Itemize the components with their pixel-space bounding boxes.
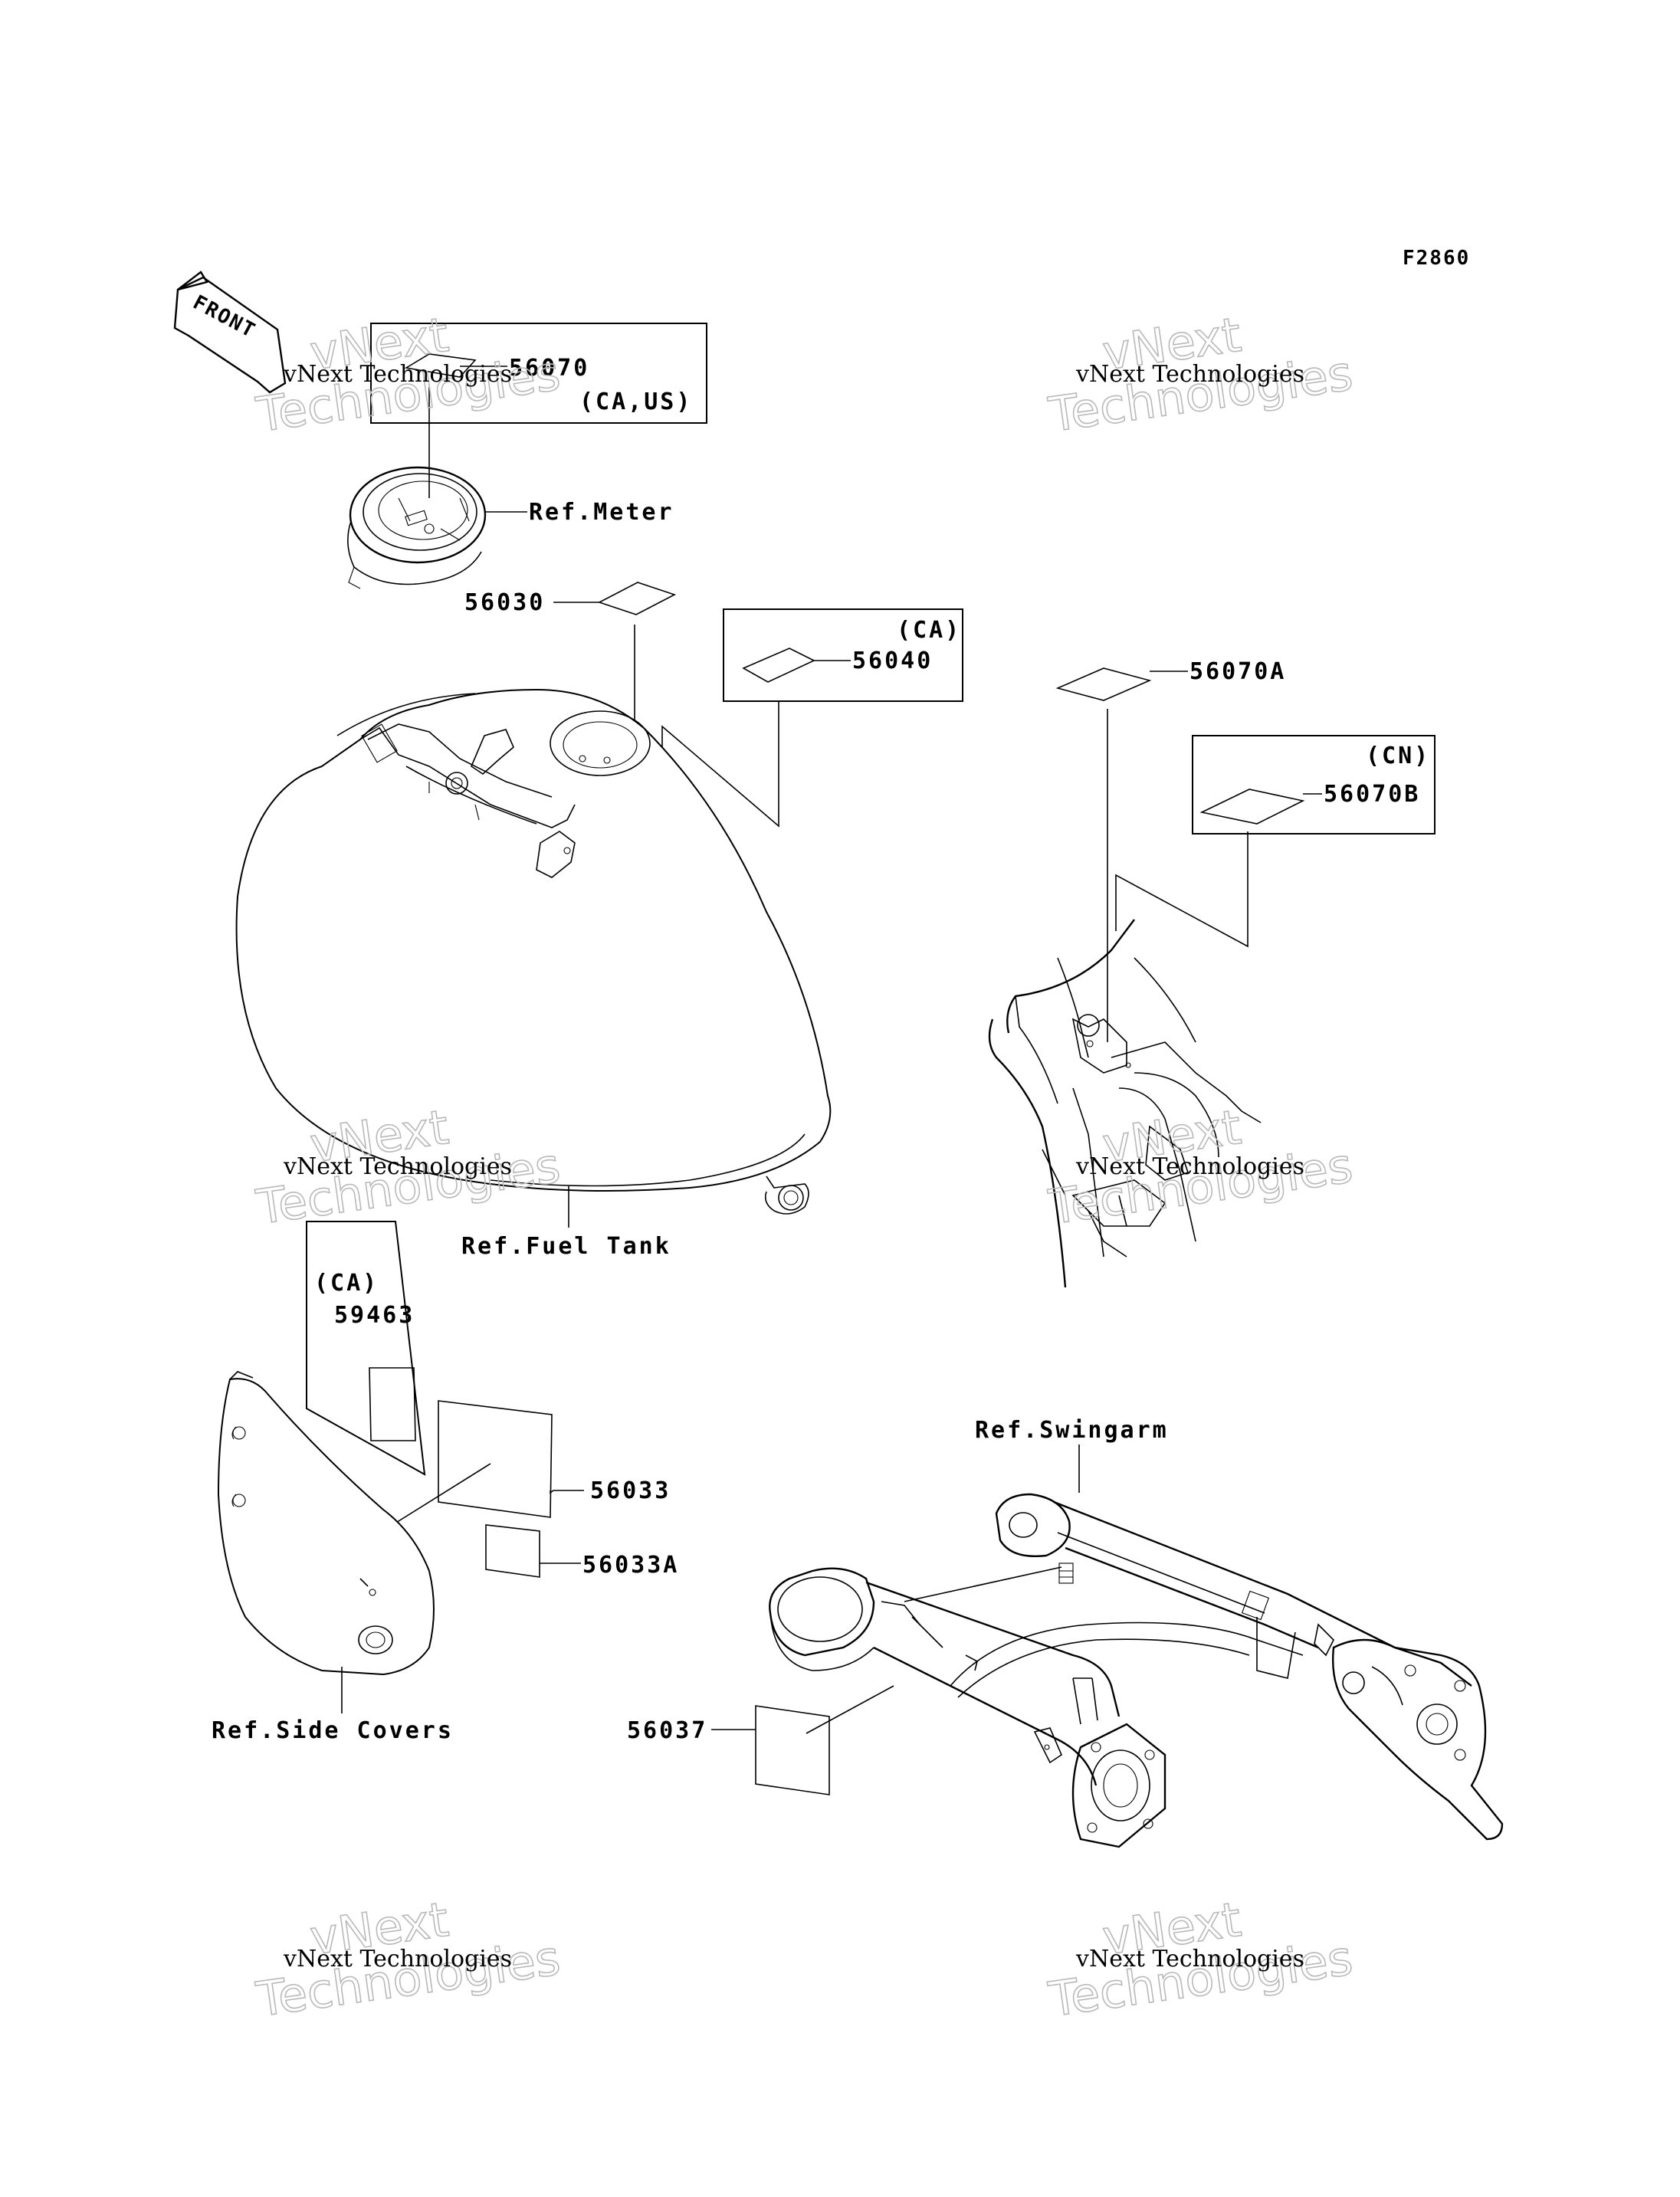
svg-text:vNext Technologies: vNext Technologies (283, 1946, 512, 1972)
label-56033-decal (438, 1400, 553, 1518)
svg-text:vNext Technologies: vNext Technologies (1075, 1153, 1304, 1180)
speedometer-meter (347, 466, 487, 589)
watermark-mid-right: vNext Technologies vNext Technologies (1045, 1098, 1357, 1236)
ref-meter-label: Ref.Meter (529, 499, 674, 526)
motorcycle-frame (988, 919, 1262, 1288)
svg-text:vNext Technologies: vNext Technologies (1075, 1946, 1304, 1972)
label-56070B-decal (1199, 789, 1305, 825)
part-number-56070: 56070 (509, 355, 589, 382)
label-59463-decal (369, 1367, 416, 1441)
label-56040-decal (742, 648, 815, 683)
region-note-ca-59463: (CA) (314, 1270, 379, 1297)
label-56070A-decal (1055, 667, 1152, 701)
ref-side-covers-label: Ref.Side Covers (212, 1717, 454, 1744)
label-56070B-callout-box (1192, 735, 1436, 835)
svg-text:vNext Technologies: vNext Technologies (283, 361, 512, 388)
ref-fuel-tank-label: Ref.Fuel Tank (461, 1233, 671, 1260)
watermark-top-right: vNext Technologies vNext Technologies (1045, 306, 1357, 444)
swingarm (769, 1493, 1504, 1848)
part-number-56030: 56030 (464, 589, 545, 616)
region-note-ca-us: (CA,US) (579, 389, 692, 415)
label-56030-decal (597, 582, 677, 615)
part-number-56033: 56033 (590, 1477, 671, 1504)
part-number-56033A: 56033A (582, 1552, 679, 1579)
watermark-top-left: vNext Technologies vNext Technologies (252, 306, 564, 444)
region-note-ca-56040: (CA) (897, 617, 961, 644)
part-number-56070A: 56070A (1189, 658, 1286, 685)
watermark-mid-left: vNext Technologies vNext Technologies (252, 1098, 564, 1236)
label-56070-decal (404, 353, 477, 378)
ref-swingarm-label: Ref.Swingarm (975, 1417, 1169, 1444)
part-number-59463: 59463 (334, 1302, 415, 1329)
part-number-56070B: 56070B (1324, 781, 1420, 808)
watermark-bottom-left: vNext Technologies vNext Technologies (252, 1890, 564, 2028)
front-direction-arrow-icon: FRONT (173, 271, 287, 394)
svg-text:vNext Technologies: vNext Technologies (1075, 361, 1304, 388)
label-56037-decal (755, 1705, 830, 1795)
label-59463-callout-box (306, 1221, 426, 1476)
figure-code: F2860 (1403, 247, 1470, 270)
label-56033A-decal (485, 1524, 540, 1578)
label-56070-callout-box (370, 323, 707, 424)
region-note-cn: (CN) (1366, 743, 1430, 769)
side-cover (217, 1371, 435, 1676)
front-arrow-label: FRONT (189, 291, 260, 343)
part-number-56037: 56037 (627, 1717, 707, 1744)
watermark-bottom-right: vNext Technologies vNext Technologies (1045, 1890, 1357, 2028)
fuel-tank (235, 688, 832, 1215)
part-number-56040: 56040 (852, 648, 933, 674)
label-56040-callout-box (723, 608, 963, 702)
svg-text:vNext Technologies: vNext Technologies (283, 1153, 512, 1180)
